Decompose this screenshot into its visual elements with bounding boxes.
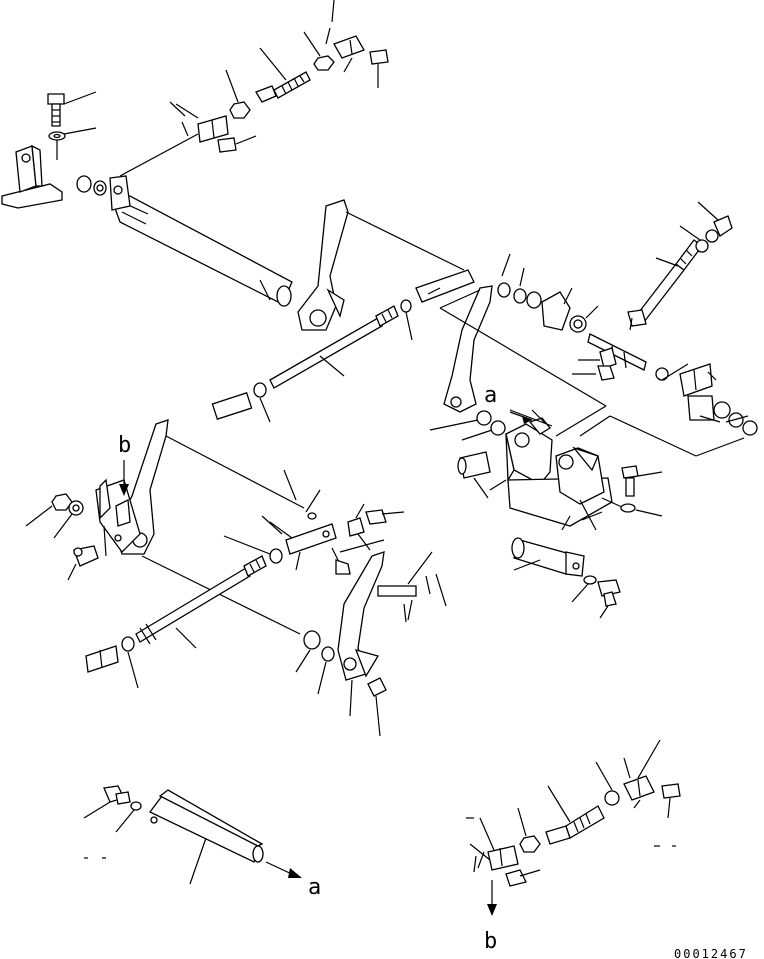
clevis-center-lower	[224, 470, 404, 570]
nuts-left-b	[26, 494, 83, 538]
bolt-top-left	[48, 92, 96, 126]
pipe-lower-right	[512, 538, 620, 618]
figure-code: 00012467	[674, 947, 748, 959]
lever-lower-right	[296, 548, 446, 736]
reference-label-b-lower: b	[484, 929, 497, 954]
bracket-assembly-center	[430, 410, 662, 530]
grease-fitting-left	[68, 546, 98, 580]
reference-label-b-upper: b	[118, 433, 131, 458]
lever-upper-center	[298, 200, 464, 330]
reference-label-a-lower: a	[308, 875, 321, 900]
clevis-top-right	[326, 0, 364, 72]
nut-top-1	[226, 70, 250, 118]
clevis-center-upper	[416, 270, 474, 302]
bottom-left-pipe	[84, 786, 302, 884]
washer-top-left	[49, 128, 96, 160]
lever-left-b	[96, 420, 304, 634]
top-linkage-group	[2, 0, 388, 306]
nut-top-2	[304, 32, 334, 70]
shaft-main	[110, 176, 292, 306]
rod-center-lower	[86, 556, 266, 688]
reference-label-a-upper: a	[484, 383, 497, 408]
clevis-top-left	[120, 102, 228, 176]
pin-top-left	[218, 136, 256, 152]
bushings-shaft-left	[77, 176, 106, 195]
bottom-right-linkage	[466, 740, 680, 916]
right-linkage-group	[440, 202, 757, 456]
rod-center-upper	[212, 300, 412, 422]
bolt-top-right	[370, 50, 388, 88]
threaded-rod-top	[256, 48, 310, 102]
mount-bracket-left	[2, 146, 62, 208]
